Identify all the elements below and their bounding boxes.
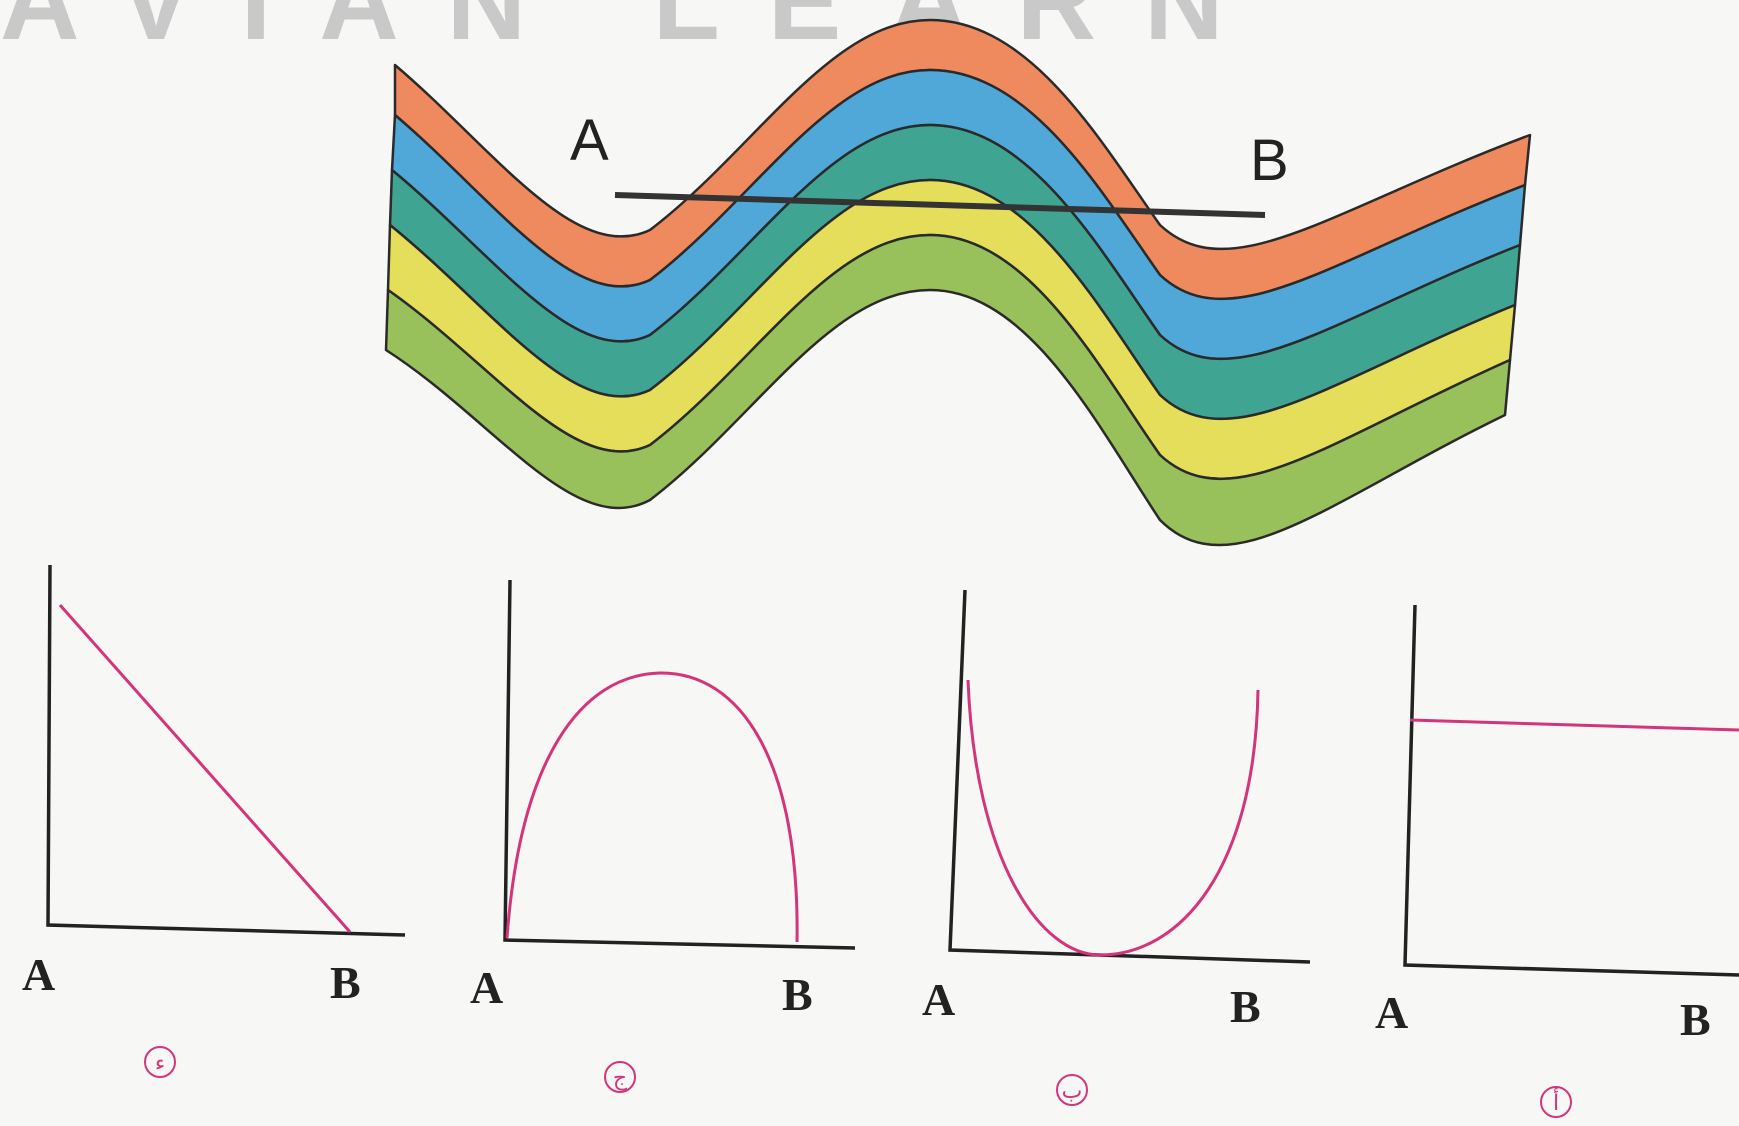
point-a-label: A bbox=[570, 108, 609, 173]
layer-green bbox=[384, 233, 1512, 547]
graph-curve bbox=[1409, 718, 1739, 732]
graph-axes bbox=[1403, 604, 1739, 977]
option-graph-1: A B ء bbox=[22, 564, 406, 1078]
axis-label-a: A bbox=[1375, 987, 1408, 1038]
axis-label-a: A bbox=[922, 974, 955, 1025]
fold-diagram bbox=[384, 18, 1532, 547]
axis-label-a: A bbox=[22, 949, 55, 1000]
option-marker bbox=[144, 1046, 176, 1078]
axis-label-b: B bbox=[1230, 981, 1261, 1032]
option-symbol: ج bbox=[613, 1066, 628, 1091]
option-symbol: ء bbox=[155, 1051, 165, 1076]
axis-label-b: B bbox=[782, 969, 813, 1020]
option-graph-4: A B أ bbox=[1375, 604, 1739, 1118]
axis-label-b: B bbox=[1680, 994, 1711, 1045]
option-marker bbox=[1540, 1086, 1572, 1118]
option-marker bbox=[604, 1061, 636, 1093]
option-marker bbox=[1056, 1074, 1088, 1106]
option-symbol: ب bbox=[1062, 1079, 1083, 1104]
graph-axes bbox=[503, 579, 856, 950]
graph-curve bbox=[966, 679, 1260, 957]
axis-label-a: A bbox=[470, 962, 503, 1013]
graph-axes bbox=[948, 589, 1311, 964]
graph-curve bbox=[58, 604, 352, 933]
option-graph-2: A B ج bbox=[470, 579, 856, 1093]
axis-label-b: B bbox=[330, 957, 361, 1008]
section-line-ab bbox=[614, 192, 1266, 218]
graph-axes bbox=[46, 564, 406, 937]
option-graph-3: A B ب bbox=[922, 589, 1311, 1106]
point-b-label: B bbox=[1250, 128, 1289, 193]
option-symbol: أ bbox=[1553, 1088, 1559, 1116]
graph-curve bbox=[505, 671, 799, 943]
